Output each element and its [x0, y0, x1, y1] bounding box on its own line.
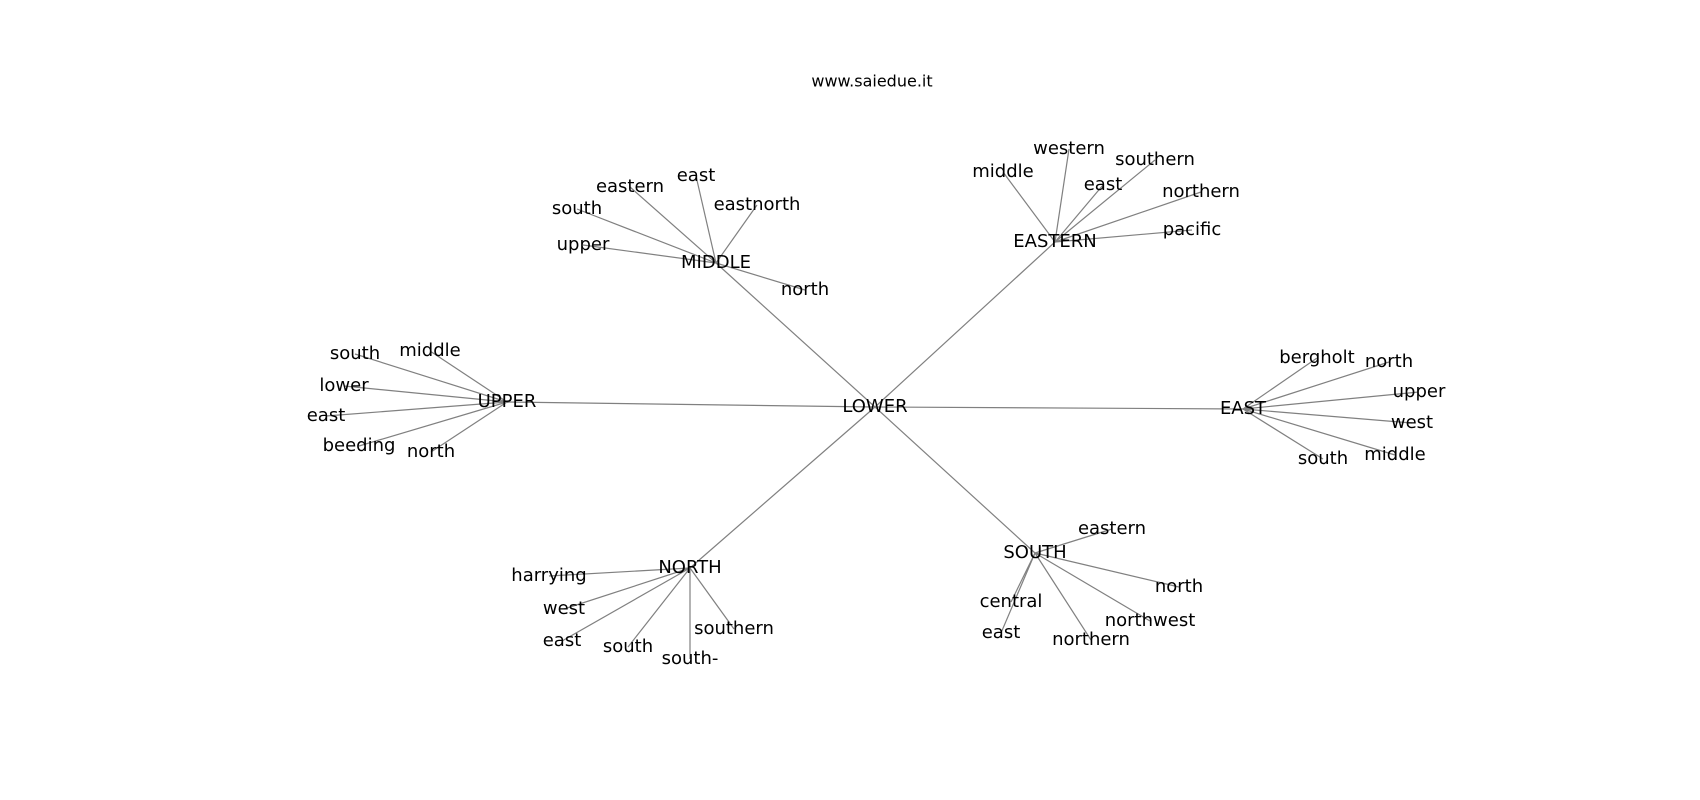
edge-upper-leaf-1	[429, 350, 508, 403]
edge-eastern-leaf-5	[1054, 229, 1193, 243]
leaf-node-east-2: upper	[1393, 381, 1446, 402]
edge-east-leaf-4	[1242, 408, 1396, 456]
hub-node-east: EAST	[1220, 398, 1267, 419]
edge-south-leaf-0	[1034, 528, 1113, 554]
edge-upper-leaf-4	[358, 401, 508, 447]
edge-east-leaf-2	[1242, 391, 1420, 410]
leaf-node-east-0: bergholt	[1279, 347, 1355, 368]
edge-eastern-leaf-0	[1002, 171, 1056, 243]
edge-middle-leaf-1	[695, 175, 717, 264]
edge-center-upper	[506, 401, 876, 408]
leaf-node-north-3: south	[603, 636, 653, 657]
leaf-node-eastern-1: western	[1033, 138, 1105, 159]
edge-middle-leaf-2	[715, 204, 758, 264]
leaf-node-upper-5: north	[407, 441, 455, 462]
leaf-node-south-1: north	[1155, 576, 1203, 597]
node-layer: LOWERMIDDLEeasterneasteastnorthsouthuppe…	[307, 138, 1446, 669]
edge-center-north	[689, 406, 876, 569]
hub-node-south: SOUTH	[1003, 542, 1066, 563]
edge-south-leaf-1	[1034, 552, 1180, 588]
leaf-node-upper-3: east	[307, 405, 346, 426]
center-node-label: LOWER	[842, 396, 907, 417]
leaf-node-eastern-5: pacific	[1163, 219, 1222, 240]
edge-east-leaf-5	[1242, 408, 1324, 460]
leaf-node-east-1: north	[1365, 351, 1413, 372]
edge-upper-leaf-2	[343, 385, 508, 403]
leaf-node-south-5: east	[982, 622, 1021, 643]
leaf-node-north-0: harrying	[511, 565, 586, 586]
leaf-node-north-2: east	[543, 630, 582, 651]
edge-eastern-leaf-1	[1054, 148, 1070, 243]
edge-middle-leaf-5	[715, 262, 806, 291]
edge-north-leaf-3	[627, 567, 691, 648]
leaf-node-south-4: central	[980, 591, 1043, 612]
leaf-node-middle-2: eastnorth	[714, 194, 801, 215]
leaf-node-eastern-3: east	[1084, 174, 1123, 195]
leaf-node-south-2: northwest	[1105, 610, 1196, 631]
leaf-node-upper-4: beeding	[323, 435, 396, 456]
leaf-node-middle-0: eastern	[596, 176, 664, 197]
edge-eastern-leaf-2	[1054, 159, 1156, 243]
edge-upper-leaf-5	[430, 401, 508, 453]
watermark-text: www.saiedue.it	[811, 72, 932, 91]
edge-south-leaf-2	[1034, 552, 1151, 622]
leaf-node-middle-4: upper	[557, 234, 610, 255]
leaf-node-eastern-4: northern	[1162, 181, 1240, 202]
leaf-node-middle-5: north	[781, 279, 829, 300]
leaf-node-north-5: southern	[694, 618, 774, 639]
leaf-node-south-3: northern	[1052, 629, 1130, 650]
leaf-node-north-1: west	[543, 598, 585, 619]
edge-east-leaf-0	[1242, 357, 1318, 410]
leaf-node-upper-2: lower	[319, 375, 369, 396]
edge-eastern-leaf-3	[1054, 184, 1104, 243]
edge-east-leaf-3	[1242, 408, 1413, 424]
leaf-node-north-4: south-	[662, 648, 719, 669]
edge-east-leaf-1	[1242, 361, 1390, 410]
leaf-node-east-5: south	[1298, 448, 1348, 469]
leaf-node-east-3: west	[1391, 412, 1433, 433]
edge-middle-leaf-0	[629, 186, 717, 264]
edge-eastern-leaf-4	[1054, 191, 1202, 243]
edge-center-eastern	[874, 241, 1056, 408]
edge-center-middle	[715, 262, 876, 408]
edge-north-leaf-1	[563, 567, 691, 610]
edge-north-leaf-2	[561, 567, 691, 642]
hub-node-north: NORTH	[658, 557, 721, 578]
edge-upper-leaf-0	[354, 353, 508, 403]
edge-upper-leaf-3	[325, 401, 508, 417]
edge-center-east	[874, 406, 1244, 410]
leaf-node-middle-1: east	[677, 165, 716, 186]
leaf-node-south-0: eastern	[1078, 518, 1146, 539]
edge-center-south	[874, 406, 1036, 554]
edge-north-leaf-5	[689, 567, 735, 630]
leaf-node-upper-1: middle	[399, 340, 460, 361]
leaf-node-eastern-0: middle	[972, 161, 1033, 182]
leaf-node-middle-3: south	[552, 198, 602, 219]
edge-layer	[325, 148, 1420, 659]
edge-south-leaf-3	[1034, 552, 1092, 641]
leaf-node-east-4: middle	[1364, 444, 1425, 465]
leaf-node-upper-0: south	[330, 343, 380, 364]
hub-node-middle: MIDDLE	[681, 252, 751, 273]
edge-north-leaf-0	[548, 567, 691, 577]
leaf-node-eastern-2: southern	[1115, 149, 1195, 170]
edge-middle-leaf-3	[576, 208, 717, 264]
edge-middle-leaf-4	[582, 244, 717, 264]
edge-south-leaf-5	[1000, 552, 1036, 634]
hub-node-eastern: EASTERN	[1013, 231, 1096, 252]
hub-node-upper: UPPER	[478, 391, 537, 412]
